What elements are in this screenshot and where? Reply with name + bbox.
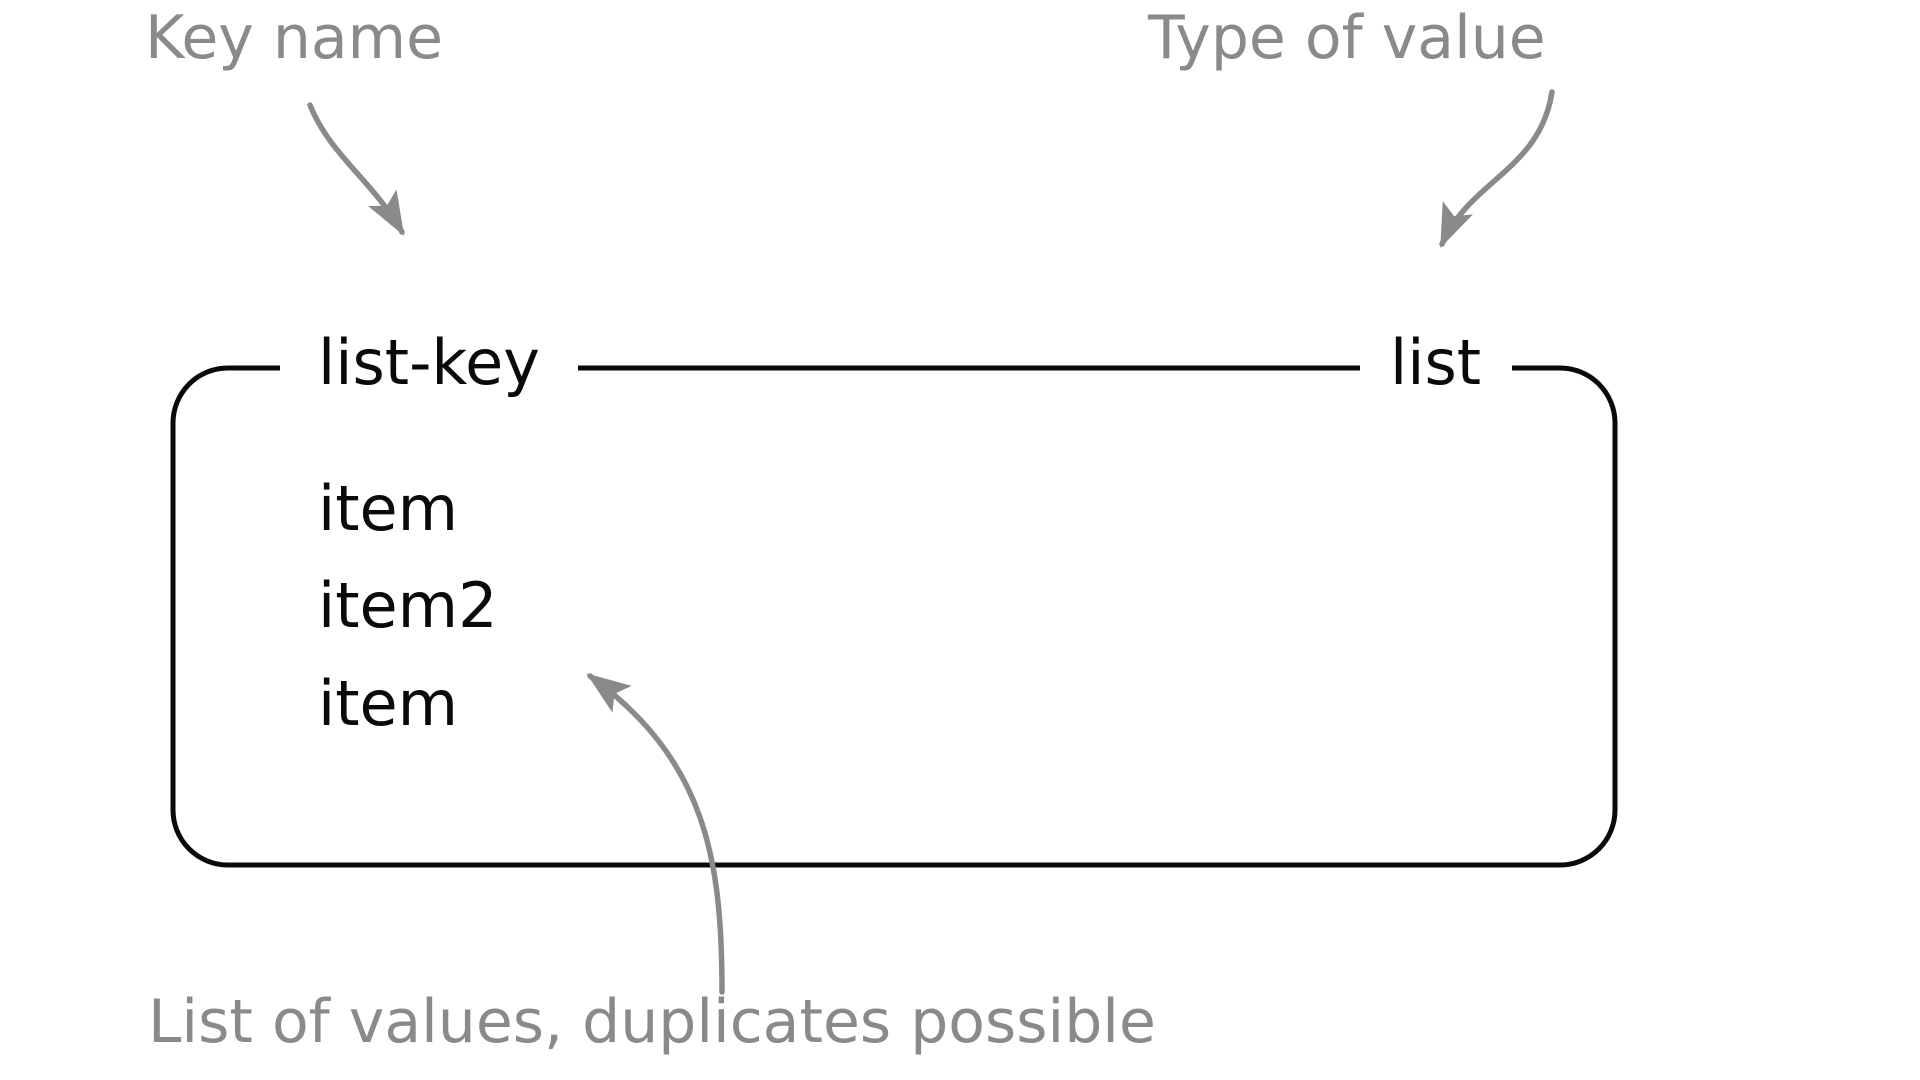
type-of-value-arrow — [1439, 89, 1555, 249]
box-right-path — [1512, 365, 1618, 868]
annotation-list-of-values: List of values, duplicates possible — [148, 987, 1156, 1057]
annotation-key-name: Key name — [145, 3, 444, 73]
list-item: item — [318, 667, 459, 740]
key-name-arrow — [307, 102, 405, 236]
box-left-and-bottom-path — [170, 365, 1560, 868]
entry-key-label: list-key — [318, 326, 540, 399]
list-entry-box — [170, 365, 1618, 868]
annotation-type-of-value: Type of value — [1148, 3, 1546, 73]
list-item: item2 — [318, 569, 498, 642]
entry-type-label: list — [1390, 326, 1482, 399]
list-item: item — [318, 472, 459, 545]
list-of-values-arrow — [586, 673, 725, 995]
